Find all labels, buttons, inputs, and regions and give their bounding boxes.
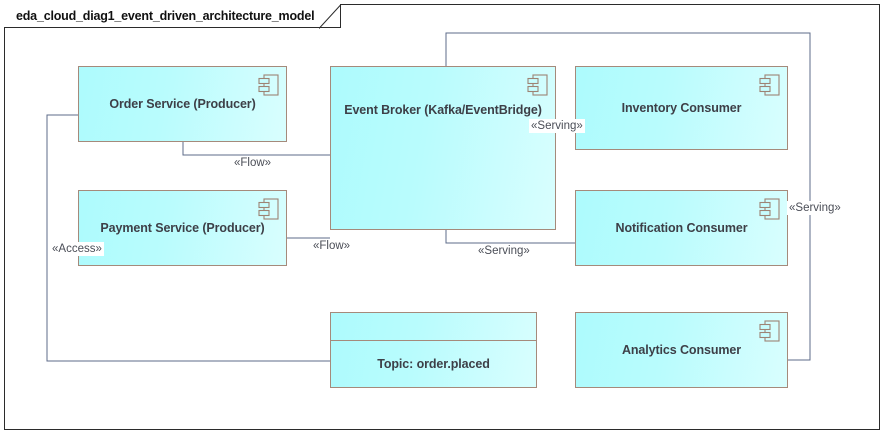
topic-body: Topic: order.placed xyxy=(331,341,536,387)
connector-order-to-topic xyxy=(46,114,330,362)
connector-broker-to-analytics xyxy=(445,32,811,361)
component-notification-consumer[interactable]: Notification Consumer xyxy=(575,190,788,266)
diagram-frame xyxy=(4,4,880,430)
uml-component-icon xyxy=(759,319,781,343)
connector-label-order-to-topic: «Access» xyxy=(50,242,104,256)
component-label: Analytics Consumer xyxy=(621,343,742,357)
artifact-label: Topic: order.placed xyxy=(377,357,490,371)
uml-component-icon xyxy=(759,197,781,221)
uml-component-icon xyxy=(258,197,280,221)
diagram-title-tab: eda_cloud_diag1_event_driven_architectur… xyxy=(4,4,342,28)
component-inventory-consumer[interactable]: Inventory Consumer xyxy=(575,66,788,150)
component-label: Notification Consumer xyxy=(615,221,748,235)
component-label: Payment Service (Producer) xyxy=(100,221,265,235)
connector-label-broker-to-notification: «Serving» xyxy=(476,244,532,258)
diagram-title: eda_cloud_diag1_event_driven_architectur… xyxy=(16,8,315,23)
connector-label-broker-to-inventory: «Serving» xyxy=(529,119,585,133)
uml-component-icon xyxy=(527,73,549,97)
artifact-topic-order-placed[interactable]: Topic: order.placed xyxy=(330,312,537,388)
component-label: Event Broker (Kafka/EventBridge) xyxy=(344,103,542,117)
component-label: Order Service (Producer) xyxy=(109,97,256,111)
component-event-broker[interactable]: Event Broker (Kafka/EventBridge) xyxy=(330,66,556,230)
connector-label-broker-to-analytics: «Serving» xyxy=(787,201,843,215)
connector-label-payment-to-broker: «Flow» xyxy=(311,239,353,253)
uml-component-icon xyxy=(258,73,280,97)
component-payment-service[interactable]: Payment Service (Producer) xyxy=(78,190,287,266)
component-order-service[interactable]: Order Service (Producer) xyxy=(78,66,287,142)
connector-broker-to-notification xyxy=(445,230,575,244)
connector-label-order-to-broker: «Flow» xyxy=(232,156,274,170)
topic-header-band xyxy=(331,313,536,341)
uml-component-icon xyxy=(759,73,781,97)
component-analytics-consumer[interactable]: Analytics Consumer xyxy=(575,312,788,388)
connector-order-to-broker xyxy=(182,142,330,156)
component-label: Inventory Consumer xyxy=(621,101,742,115)
